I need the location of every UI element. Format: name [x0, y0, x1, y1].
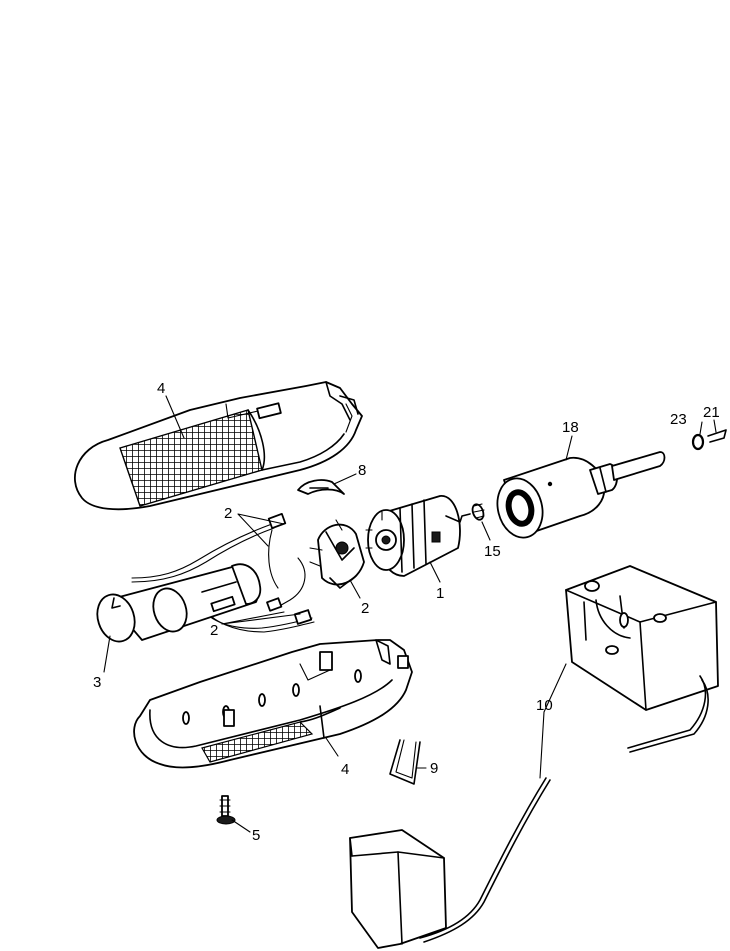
callout-top-housing: 4 — [157, 380, 165, 397]
leader-washer — [699, 421, 703, 435]
switch-part — [297, 479, 345, 495]
callout-washer: 23 — [670, 411, 687, 428]
callout-bottom-housing: 4 — [341, 761, 349, 778]
callout-switch: 8 — [358, 462, 366, 479]
callout-chuck: 18 — [562, 419, 579, 436]
leader-top-housing — [165, 395, 185, 439]
leader-switch — [333, 473, 357, 485]
callout-wire-bottom: 2 — [210, 622, 218, 639]
chuck-part — [496, 451, 666, 539]
leader-motor — [429, 561, 441, 583]
spring-clip-part — [389, 739, 421, 785]
leader-charger — [539, 663, 567, 779]
leader-brush-holder — [349, 579, 361, 599]
power-adapter-part — [349, 777, 551, 949]
wire-harness-part — [131, 513, 315, 633]
callout-pin: 21 — [703, 404, 720, 421]
washer-part — [691, 433, 705, 451]
leader-pin — [713, 419, 717, 433]
motor-part — [365, 495, 471, 577]
leader-wire-bottom — [221, 611, 301, 625]
callout-wire-top: 2 — [224, 505, 232, 522]
leader-screw — [231, 819, 251, 833]
bottom-housing-part — [133, 639, 413, 769]
leader-bottom-housing — [325, 737, 339, 757]
callout-gear: 15 — [484, 543, 501, 560]
callout-charger-base: 10 — [536, 697, 553, 714]
callout-spring-clip: 9 — [430, 760, 438, 777]
callout-brush-holder: 2 — [361, 600, 369, 617]
leader-lines — [103, 395, 717, 833]
pin-part — [707, 429, 727, 443]
callout-motor: 1 — [436, 585, 444, 602]
callout-screw: 5 — [252, 827, 260, 844]
screw-part — [216, 795, 236, 825]
leader-chuck — [565, 435, 573, 461]
leader-gear — [481, 521, 491, 541]
callout-battery-pack: 3 — [93, 674, 101, 691]
gear-part — [471, 503, 485, 521]
top-housing-part — [73, 381, 363, 511]
brush-holder-part — [309, 519, 365, 589]
charger-base-part — [565, 565, 719, 753]
leader-battery — [103, 635, 111, 673]
callout-labels: 4 8 2 2 2 3 1 15 18 23 21 4 9 5 10 — [93, 380, 720, 844]
battery-pack-part — [96, 563, 262, 643]
leader-wire-top — [237, 513, 285, 547]
